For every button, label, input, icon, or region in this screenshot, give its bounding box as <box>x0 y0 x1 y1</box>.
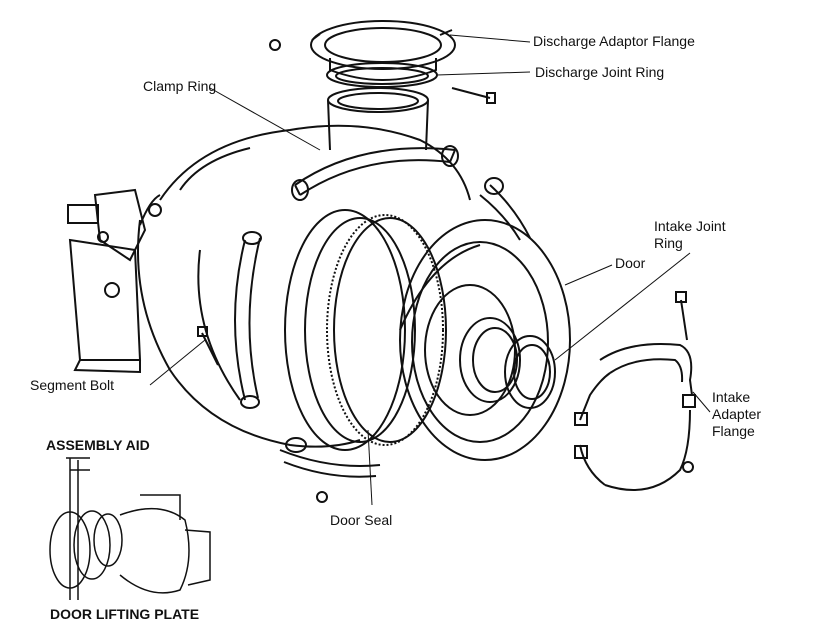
door-seal <box>327 215 446 445</box>
label-intake-adapter-flange-line3: Flange <box>712 423 755 439</box>
clamp-ring-right <box>480 178 530 240</box>
intake-adapter-flange <box>575 292 695 490</box>
leader-intake-adapter-flange <box>693 392 710 412</box>
label-discharge-joint-ring: Discharge Joint Ring <box>535 64 665 80</box>
leader-intake-joint-ring <box>555 253 690 360</box>
clamp-ring-lower <box>280 438 380 477</box>
label-assembly-aid: ASSEMBLY AID <box>46 437 150 453</box>
label-door-seal: Door Seal <box>330 512 393 528</box>
leader-discharge-joint-ring <box>437 72 530 75</box>
assembly-aid-inset <box>50 458 210 600</box>
label-intake-adapter-flange-line2: Adapter <box>712 406 762 422</box>
segment-bolt <box>198 327 218 365</box>
label-discharge-adaptor-flange: Discharge Adaptor Flange <box>533 33 695 49</box>
clamp-ring <box>292 146 458 200</box>
label-clamp-ring: Clamp Ring <box>143 78 217 94</box>
leader-segment-bolt <box>150 340 205 385</box>
door <box>400 220 570 460</box>
leader-clamp-ring <box>210 88 320 150</box>
pump-casing <box>138 126 470 447</box>
label-intake-joint-ring-line1: Intake Joint <box>654 218 726 234</box>
leader-door-seal <box>368 430 372 505</box>
nut <box>317 492 327 502</box>
discharge-bolt <box>270 40 495 103</box>
label-intake-adapter-flange-line1: Intake <box>712 389 751 405</box>
label-door-lifting-plate: DOOR LIFTING PLATE <box>50 606 200 622</box>
casing-inner-ring <box>285 210 415 450</box>
leader-lines <box>150 35 710 505</box>
label-intake-joint-ring-line2: Ring <box>654 235 683 251</box>
leader-door <box>565 265 612 285</box>
label-segment-bolt: Segment Bolt <box>30 377 115 393</box>
clamp-ring-left <box>235 232 261 408</box>
intake-joint-ring <box>460 318 555 408</box>
leader-discharge-adaptor-flange <box>450 35 530 42</box>
label-door: Door <box>615 255 646 271</box>
bearing-frame <box>68 190 161 372</box>
discharge-neck <box>328 88 428 150</box>
